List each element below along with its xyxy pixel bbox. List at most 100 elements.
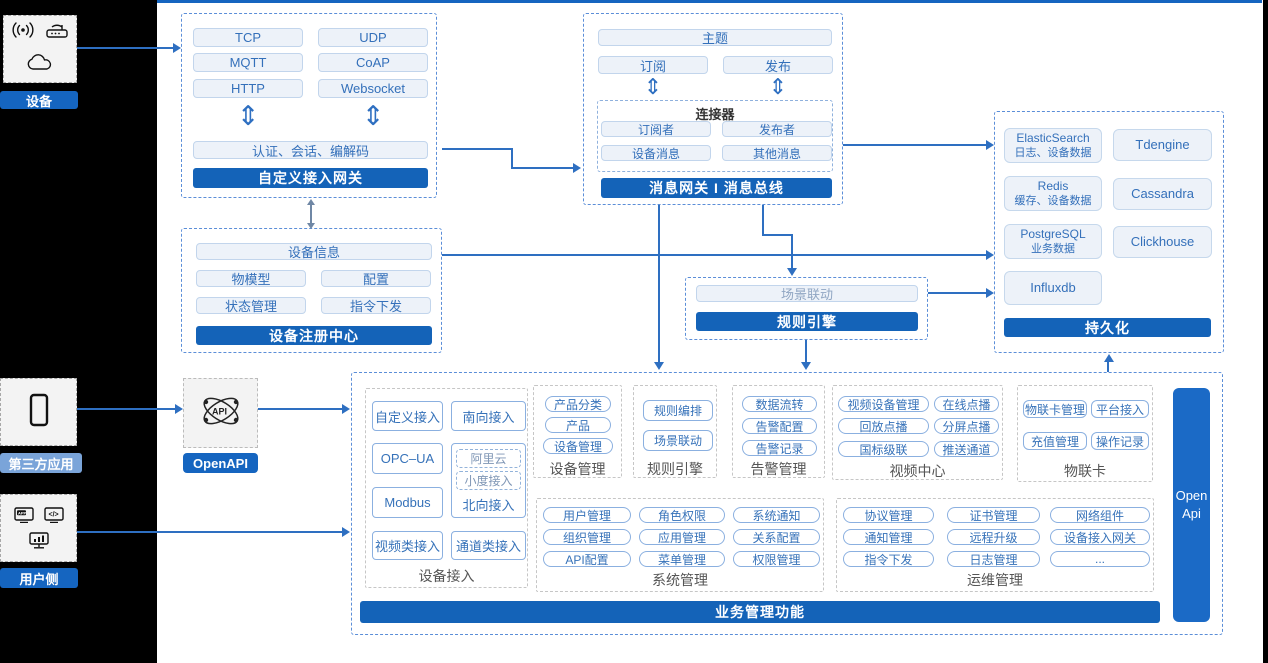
publisher-node: 发布者 <box>722 121 832 137</box>
hub-to-rule-engine-connector <box>762 234 793 236</box>
device-mgmt-item: 产品分类 <box>545 396 611 412</box>
video-center-item: 回放点播 <box>838 418 929 434</box>
ops-mgmt-item: 设备接入网关 <box>1050 529 1150 545</box>
arrowhead <box>307 199 315 205</box>
cloud-icon <box>25 54 55 77</box>
double-arrow-icon: ⇕ <box>236 101 260 131</box>
system-mgmt-item: 用户管理 <box>543 507 631 523</box>
arrowhead <box>654 362 664 370</box>
open-api-bar: Open Api <box>1173 388 1210 622</box>
device-mgmt-label: 设备管理 <box>549 461 606 477</box>
ops-mgmt-item: 远程升级 <box>947 529 1040 545</box>
double-arrow-icon: ⇕ <box>361 101 385 131</box>
ops-mgmt-item: 协议管理 <box>843 507 934 523</box>
protocol-coap: CoAP <box>318 53 428 72</box>
store-name: PostgreSQL <box>1020 226 1086 241</box>
store-redis: Redis 缓存、设备数据 <box>1004 176 1102 211</box>
system-mgmt-item: 菜单管理 <box>639 551 725 567</box>
opcua-node: OPC–UA <box>372 443 443 474</box>
hub-to-rule-engine-connector <box>791 234 793 270</box>
system-mgmt-section <box>536 498 824 592</box>
custom-gateway-title: 自定义接入网关 <box>193 168 428 188</box>
store-name: ElasticSearch <box>1016 130 1090 145</box>
system-mgmt-label: 系统管理 <box>652 572 708 588</box>
rule-engine-item: 场景联动 <box>643 430 713 451</box>
arrowhead <box>787 268 797 276</box>
alarm-item: 告警记录 <box>742 440 817 456</box>
thirdparty-to-openapi-arrow <box>77 408 178 410</box>
protocol-http: HTTP <box>193 79 303 98</box>
device-access-label: 设备接入 <box>418 568 475 584</box>
third-party-icon-tile <box>0 378 77 446</box>
channel-access-node: 通道类接入 <box>451 531 526 560</box>
device-access-section <box>365 388 528 588</box>
persistence-box <box>994 111 1224 353</box>
rule-engine-to-influxdb-arrow <box>928 292 988 294</box>
user-side-label: 用户侧 <box>0 568 78 588</box>
rule-engine-section <box>633 385 717 478</box>
alarm-item: 数据流转 <box>742 396 817 412</box>
openapi-atom-icon: API <box>197 389 245 438</box>
topic-node: 主题 <box>598 29 832 46</box>
video-center-item: 视频设备管理 <box>838 396 929 412</box>
subscriber-node: 订阅者 <box>601 121 711 137</box>
alarm-section <box>732 385 825 478</box>
device-to-gateway-arrow <box>77 47 178 49</box>
other-message-node: 其他消息 <box>722 145 832 161</box>
system-mgmt-item: 角色权限 <box>639 507 725 523</box>
system-mgmt-item: 关系配置 <box>733 529 820 545</box>
iot-card-label: 物联卡 <box>1064 463 1106 479</box>
system-mgmt-item: 应用管理 <box>639 529 725 545</box>
hub-to-platform-arrow <box>658 205 660 363</box>
arrowhead <box>1104 354 1114 362</box>
store-cassandra: Cassandra <box>1113 178 1212 210</box>
custom-gateway-box <box>181 13 437 198</box>
thing-model-node: 物模型 <box>196 270 306 287</box>
store-clickhouse: Clickhouse <box>1113 226 1212 258</box>
gateway-to-hub-connector <box>511 148 513 169</box>
message-hub-title: 消息网关 I 消息总线 <box>601 178 832 198</box>
arrowhead <box>173 43 181 53</box>
device-icon-tile <box>3 15 77 83</box>
arrowhead <box>175 404 183 414</box>
third-party-label: 第三方应用 <box>0 453 82 473</box>
arrowhead <box>986 288 994 298</box>
double-arrow-icon: ⇕ <box>643 74 663 99</box>
gateway-to-hub-connector <box>442 148 513 150</box>
store-desc: 日志、设备数据 <box>1014 147 1092 160</box>
hub-to-elasticsearch-arrow <box>843 144 990 146</box>
xiaodu-node: 小度接入 <box>456 471 521 490</box>
svg-text:API: API <box>212 406 227 416</box>
gateway-registry-link <box>310 204 312 224</box>
ops-mgmt-item: ... <box>1050 551 1150 567</box>
arrowhead <box>342 404 350 414</box>
store-desc: 业务数据 <box>1031 243 1075 256</box>
connector-box <box>597 100 833 172</box>
user-side-icon-tile: APP </> <box>0 494 77 562</box>
arrowhead <box>986 140 994 150</box>
code-window-icon: </> <box>43 507 64 528</box>
protocol-tcp: TCP <box>193 28 303 47</box>
persistence-title: 持久化 <box>1004 318 1211 337</box>
video-center-item: 分屏点播 <box>934 418 999 434</box>
status-mgmt-node: 状态管理 <box>196 297 306 314</box>
store-tdengine: Tdengine <box>1113 129 1212 161</box>
protocol-websocket: Websocket <box>318 79 428 98</box>
south-access-node: 南向接入 <box>451 401 526 431</box>
ops-mgmt-label: 运维管理 <box>967 572 1023 588</box>
video-center-section <box>832 385 1003 480</box>
platform-to-persistence-arrow <box>1107 360 1109 372</box>
arrowhead <box>342 527 350 537</box>
video-access-node: 视频类接入 <box>372 531 443 560</box>
svg-text:</>: </> <box>48 512 58 519</box>
aliyun-node: 阿里云 <box>456 449 521 468</box>
arrowhead <box>573 163 581 173</box>
device-info-node: 设备信息 <box>196 243 432 260</box>
registry-title: 设备注册中心 <box>196 326 432 345</box>
ops-mgmt-section <box>836 498 1154 592</box>
smartphone-icon <box>29 393 49 432</box>
openapi-to-platform-arrow <box>258 408 346 410</box>
store-desc: 缓存、设备数据 <box>1014 195 1092 208</box>
rule-engine-title: 规则引擎 <box>696 312 918 331</box>
